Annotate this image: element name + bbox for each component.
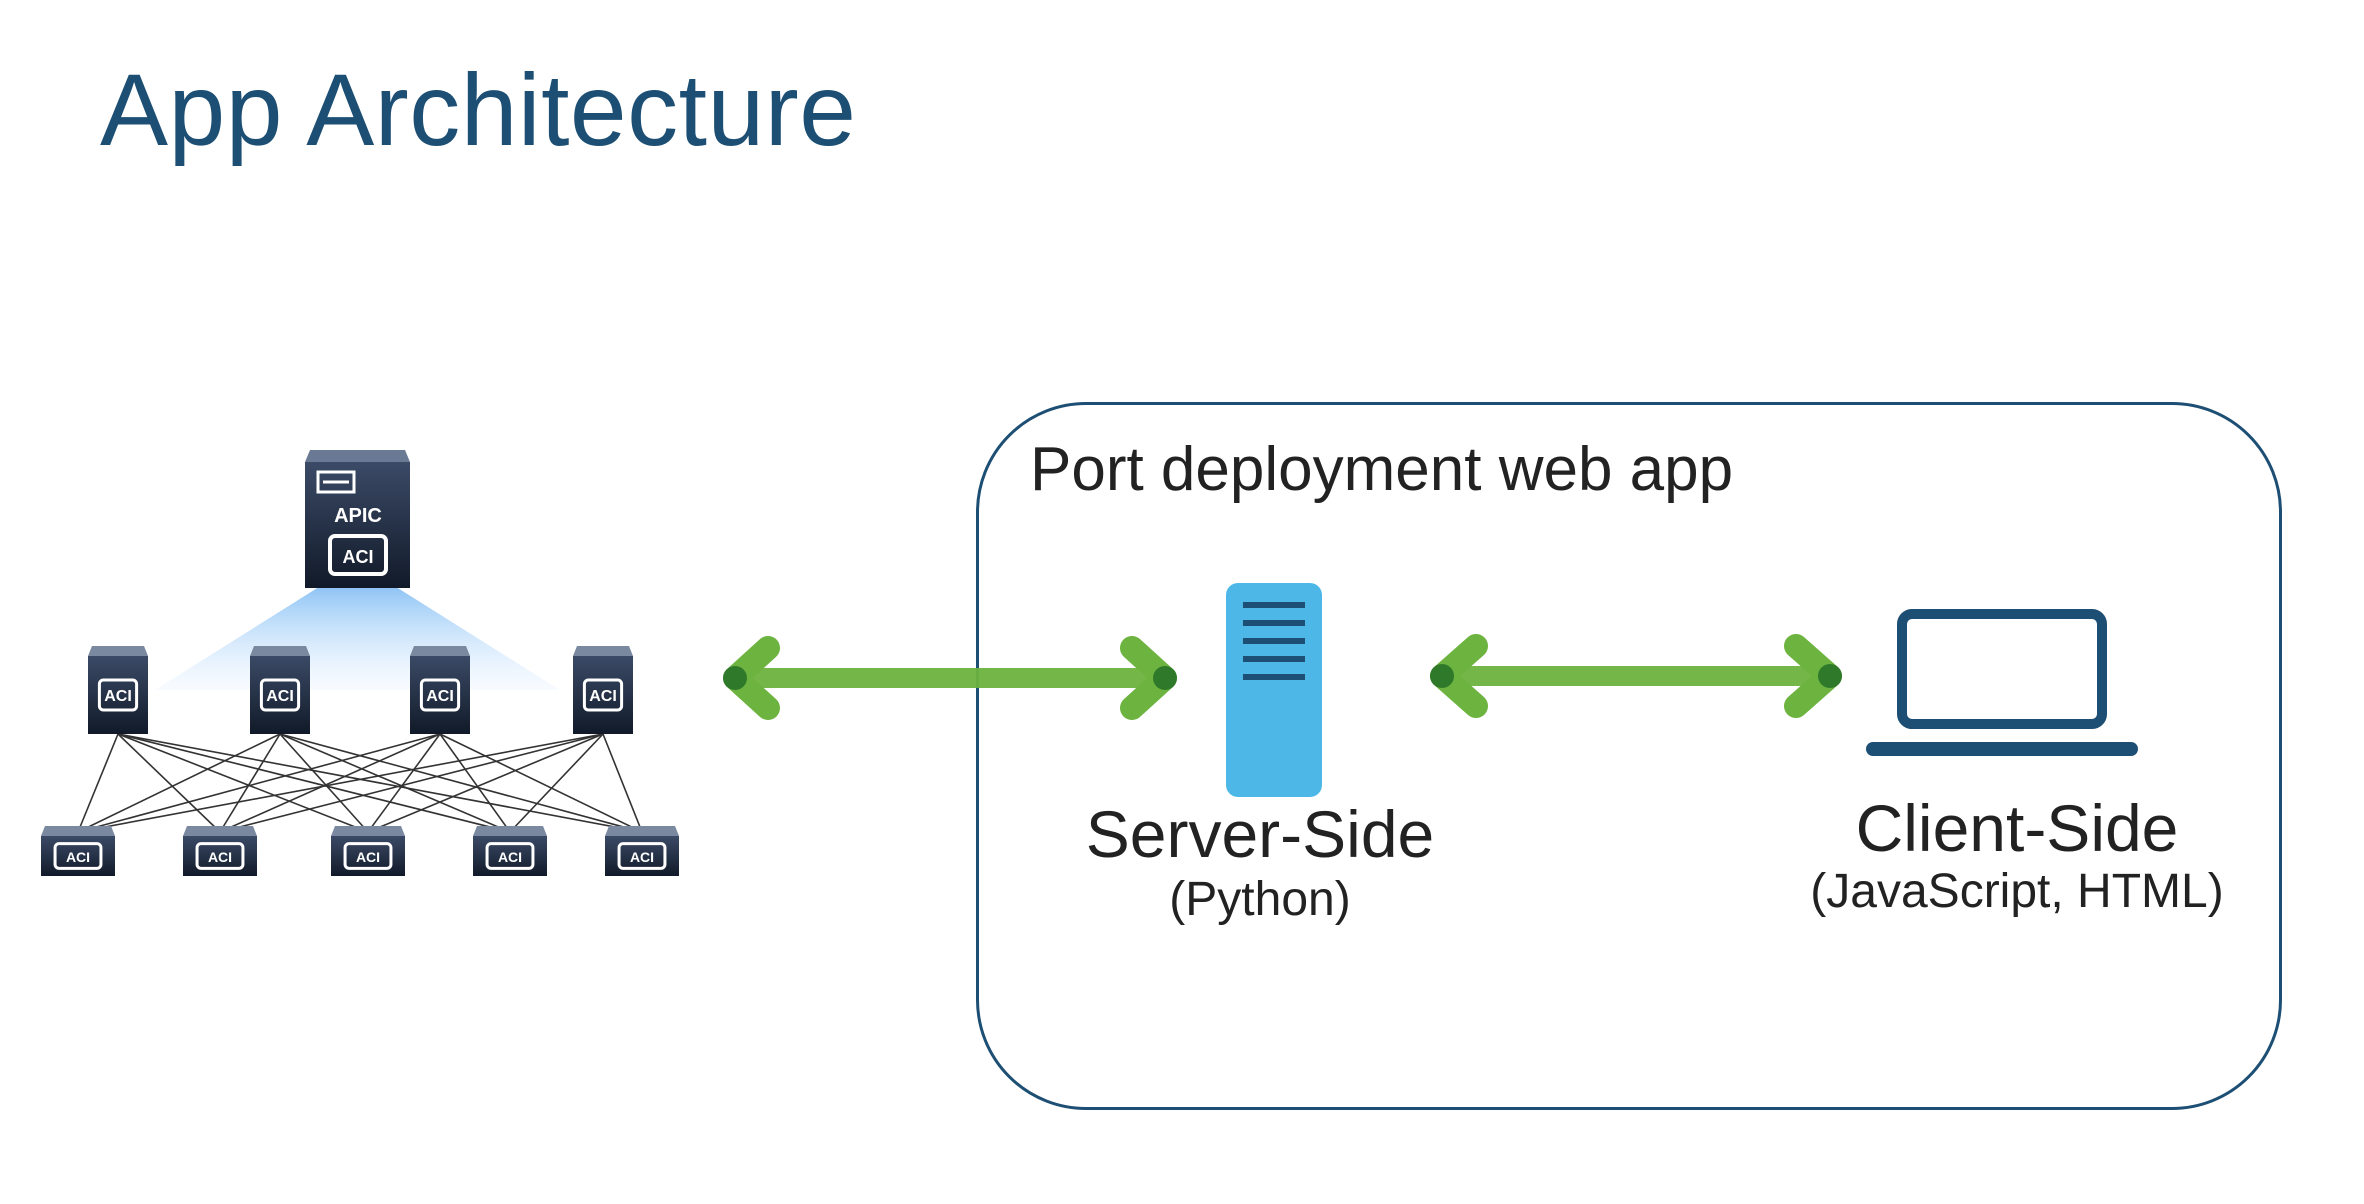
- leaf-switch-icon: ACI: [473, 826, 547, 876]
- fabric-link: [77, 733, 441, 833]
- leaf-switch-label: ACI: [498, 849, 522, 865]
- server-side-label: Server-Side: [1085, 797, 1435, 871]
- spine-switch-label: ACI: [426, 688, 454, 705]
- apic-aci-label: ACI: [343, 547, 374, 567]
- fabric-link: [279, 733, 511, 833]
- page-title: App Architecture: [100, 53, 857, 167]
- leaf-switch-label: ACI: [66, 849, 90, 865]
- web-app-label: Port deployment web app: [1030, 435, 1734, 504]
- fabric-link: [219, 733, 604, 833]
- web-app-boundary: [976, 402, 2282, 1110]
- leaf-switch-label: ACI: [208, 849, 232, 865]
- fabric-link: [117, 733, 221, 833]
- fabric-switches: ACI ACI ACI ACI ACI ACI ACI ACI ACI: [41, 646, 679, 876]
- server-side-sublabel: (Python): [1169, 873, 1351, 926]
- fabric-link: [367, 733, 604, 833]
- fabric-link: [509, 733, 604, 833]
- fabric-link: [279, 733, 643, 833]
- fabric-link: [219, 733, 281, 833]
- fabric-server-arrow: [723, 636, 1177, 720]
- fabric-link: [117, 733, 643, 833]
- fabric-link: [279, 733, 369, 833]
- fabric-link: [77, 733, 281, 833]
- leaf-switch-icon: ACI: [331, 826, 405, 876]
- fabric-links: [77, 733, 643, 833]
- fabric-link: [117, 733, 369, 833]
- spine-switch-icon: ACI: [410, 646, 470, 734]
- client-side-sublabel: (JavaScript, HTML): [1810, 865, 2224, 918]
- laptop-icon: [1866, 609, 2138, 756]
- leaf-switch-label: ACI: [630, 849, 654, 865]
- spine-switch-label: ACI: [266, 688, 294, 705]
- fabric-link: [219, 733, 441, 833]
- fabric-link: [602, 733, 643, 833]
- client-side-label: Client-Side: [1855, 791, 2179, 865]
- controller-beam: [155, 580, 560, 690]
- leaf-switch-icon: ACI: [41, 826, 115, 876]
- spine-switch-icon: ACI: [250, 646, 310, 734]
- spine-switch-label: ACI: [104, 688, 132, 705]
- spine-switch-label: ACI: [589, 688, 617, 705]
- server-client-arrow: [1430, 634, 1842, 718]
- spine-switch-icon: ACI: [88, 646, 148, 734]
- spine-switch-icon: ACI: [573, 646, 633, 734]
- fabric-link: [117, 733, 511, 833]
- leaf-switch-icon: ACI: [183, 826, 257, 876]
- fabric-link: [439, 733, 511, 833]
- apic-label: APIC: [334, 505, 382, 527]
- fabric-link: [439, 733, 643, 833]
- fabric-link: [367, 733, 441, 833]
- fabric-link: [77, 733, 119, 833]
- server-icon: [1226, 583, 1322, 797]
- apic-controller-icon: APIC ACI: [305, 450, 410, 588]
- leaf-switch-icon: ACI: [605, 826, 679, 876]
- leaf-switch-label: ACI: [356, 849, 380, 865]
- fabric-link: [77, 733, 604, 833]
